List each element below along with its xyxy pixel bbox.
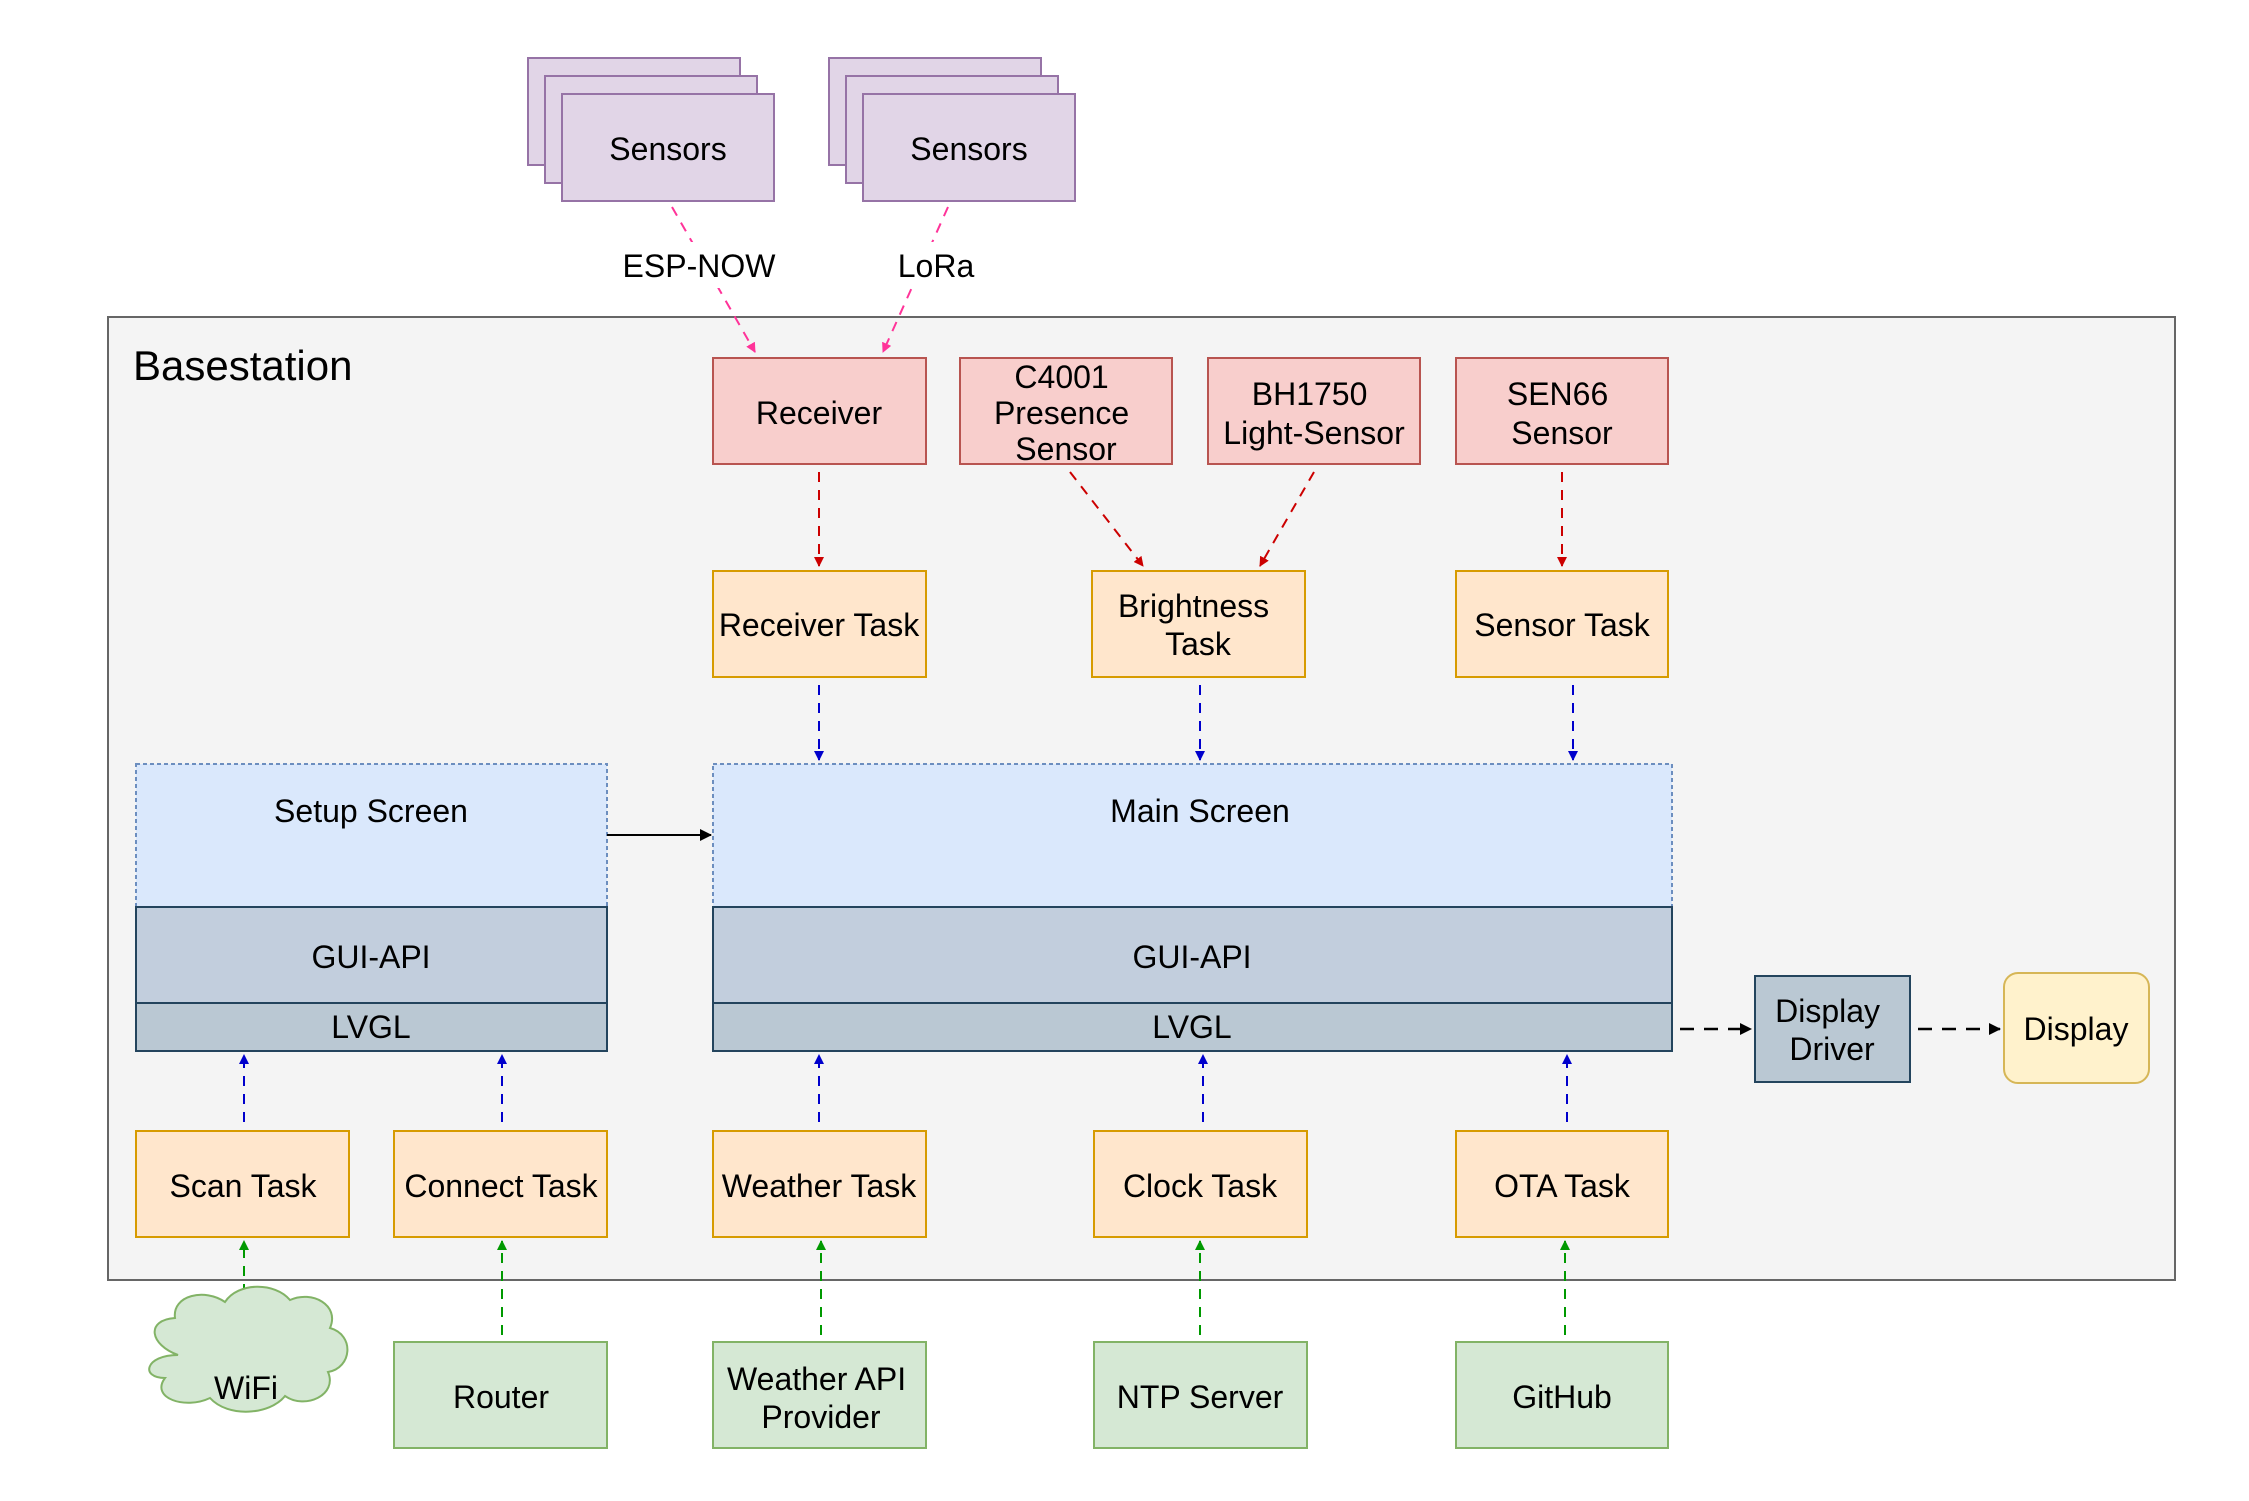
sensors-left-label: Sensors — [609, 131, 726, 167]
connect-task-box — [393, 1130, 608, 1238]
sen66-box — [1455, 357, 1669, 465]
sen66-line-2: Sensor — [1511, 415, 1613, 451]
receiver-label: Receiver — [756, 395, 883, 431]
brightness-task-box — [1091, 570, 1306, 678]
main-gui-api-label: GUI-API — [1132, 939, 1251, 975]
wifi-cloud: WiFi — [148, 1285, 349, 1413]
github-box — [1455, 1341, 1669, 1449]
display-label: Display — [2024, 1011, 2129, 1047]
github-label: GitHub — [1512, 1379, 1612, 1415]
main-lvgl-box — [712, 1002, 1673, 1052]
bh1750-line-2: Light-Sensor — [1223, 415, 1405, 451]
connect-task-label: Connect Task — [404, 1168, 598, 1204]
sensors-stack-left: Sensors — [527, 57, 775, 202]
bh1750-box — [1207, 357, 1421, 465]
sensors-right-label: Sensors — [910, 131, 1027, 167]
esp-now-label: ESP-NOW — [623, 248, 777, 284]
display-driver-box — [1754, 975, 1911, 1083]
router-box — [393, 1341, 608, 1449]
setup-gui-api-label: GUI-API — [311, 939, 430, 975]
svg-text:BH1750 Light-Sensor: BH1750 Light-Sensor — [1223, 376, 1405, 451]
main-screen-stack: Main Screen GUI-API LVGL — [712, 763, 1673, 1052]
svg-text:Weather API Provider: Weather API Provider — [727, 1361, 915, 1435]
scan-task-box — [135, 1130, 350, 1238]
brightness-task-line-2: Task — [1165, 626, 1232, 662]
c4001-line-2: Presence — [994, 395, 1129, 431]
svg-text:Brightness Task: Brightness Task — [1118, 588, 1278, 662]
setup-screen-box — [135, 763, 608, 908]
main-screen-box — [712, 763, 1673, 908]
c4001-to-brightness-arrow — [1069, 471, 1144, 567]
ntp-server-label: NTP Server — [1117, 1379, 1284, 1415]
scan-task-label: Scan Task — [169, 1168, 317, 1204]
ota-task-box — [1455, 1130, 1669, 1238]
display-driver-line-2: Driver — [1789, 1031, 1875, 1067]
bh1750-line-1: BH1750 — [1252, 376, 1368, 412]
clock-task-box — [1093, 1130, 1308, 1238]
weather-api-line-2: Provider — [761, 1399, 881, 1435]
lora-label: LoRa — [898, 248, 975, 284]
receiver-task-label: Receiver Task — [719, 607, 920, 643]
router-label: Router — [453, 1379, 549, 1415]
main-gui-api-box — [712, 906, 1673, 1004]
weather-api-line-1: Weather API — [727, 1361, 906, 1397]
setup-screen-stack: Setup Screen GUI-API LVGL — [135, 763, 608, 1052]
svg-text:C4001 Presence Sensor: C4001 Presence Sensor — [994, 359, 1138, 467]
sensors-stack-right: Sensors — [828, 57, 1076, 202]
main-lvgl-label: LVGL — [1152, 1009, 1231, 1045]
ntp-server-box — [1093, 1341, 1308, 1449]
svg-text:Display Driver: Display Driver — [1775, 993, 1889, 1067]
brightness-task-line-1: Brightness — [1118, 588, 1269, 624]
sen66-line-1: SEN66 — [1507, 376, 1608, 412]
wifi-label: WiFi — [214, 1370, 278, 1406]
display-driver-line-1: Display — [1775, 993, 1880, 1029]
esp-now-arrow — [671, 206, 756, 353]
weather-task-box — [712, 1130, 927, 1238]
sensor-task-box — [1455, 570, 1669, 678]
display-box — [2003, 972, 2150, 1084]
ota-task-label: OTA Task — [1494, 1168, 1631, 1204]
clock-task-label: Clock Task — [1123, 1168, 1278, 1204]
weather-api-box — [712, 1341, 927, 1449]
weather-task-label: Weather Task — [722, 1168, 917, 1204]
sensor-task-label: Sensor Task — [1474, 607, 1651, 643]
c4001-line-3: Sensor — [1015, 431, 1117, 467]
receiver-task-box — [712, 570, 927, 678]
setup-lvgl-box — [135, 1002, 608, 1052]
main-screen-title: Main Screen — [1110, 793, 1290, 829]
setup-screen-title: Setup Screen — [274, 793, 468, 829]
receiver-box — [712, 357, 927, 465]
basestation-title: Basestation — [133, 342, 352, 389]
svg-text:SEN66 Sensor: SEN66 Sensor — [1507, 376, 1617, 451]
c4001-line-1: C4001 — [1014, 359, 1108, 395]
bh1750-to-brightness-arrow — [1259, 471, 1315, 567]
setup-lvgl-label: LVGL — [331, 1009, 410, 1045]
c4001-box — [959, 357, 1173, 465]
